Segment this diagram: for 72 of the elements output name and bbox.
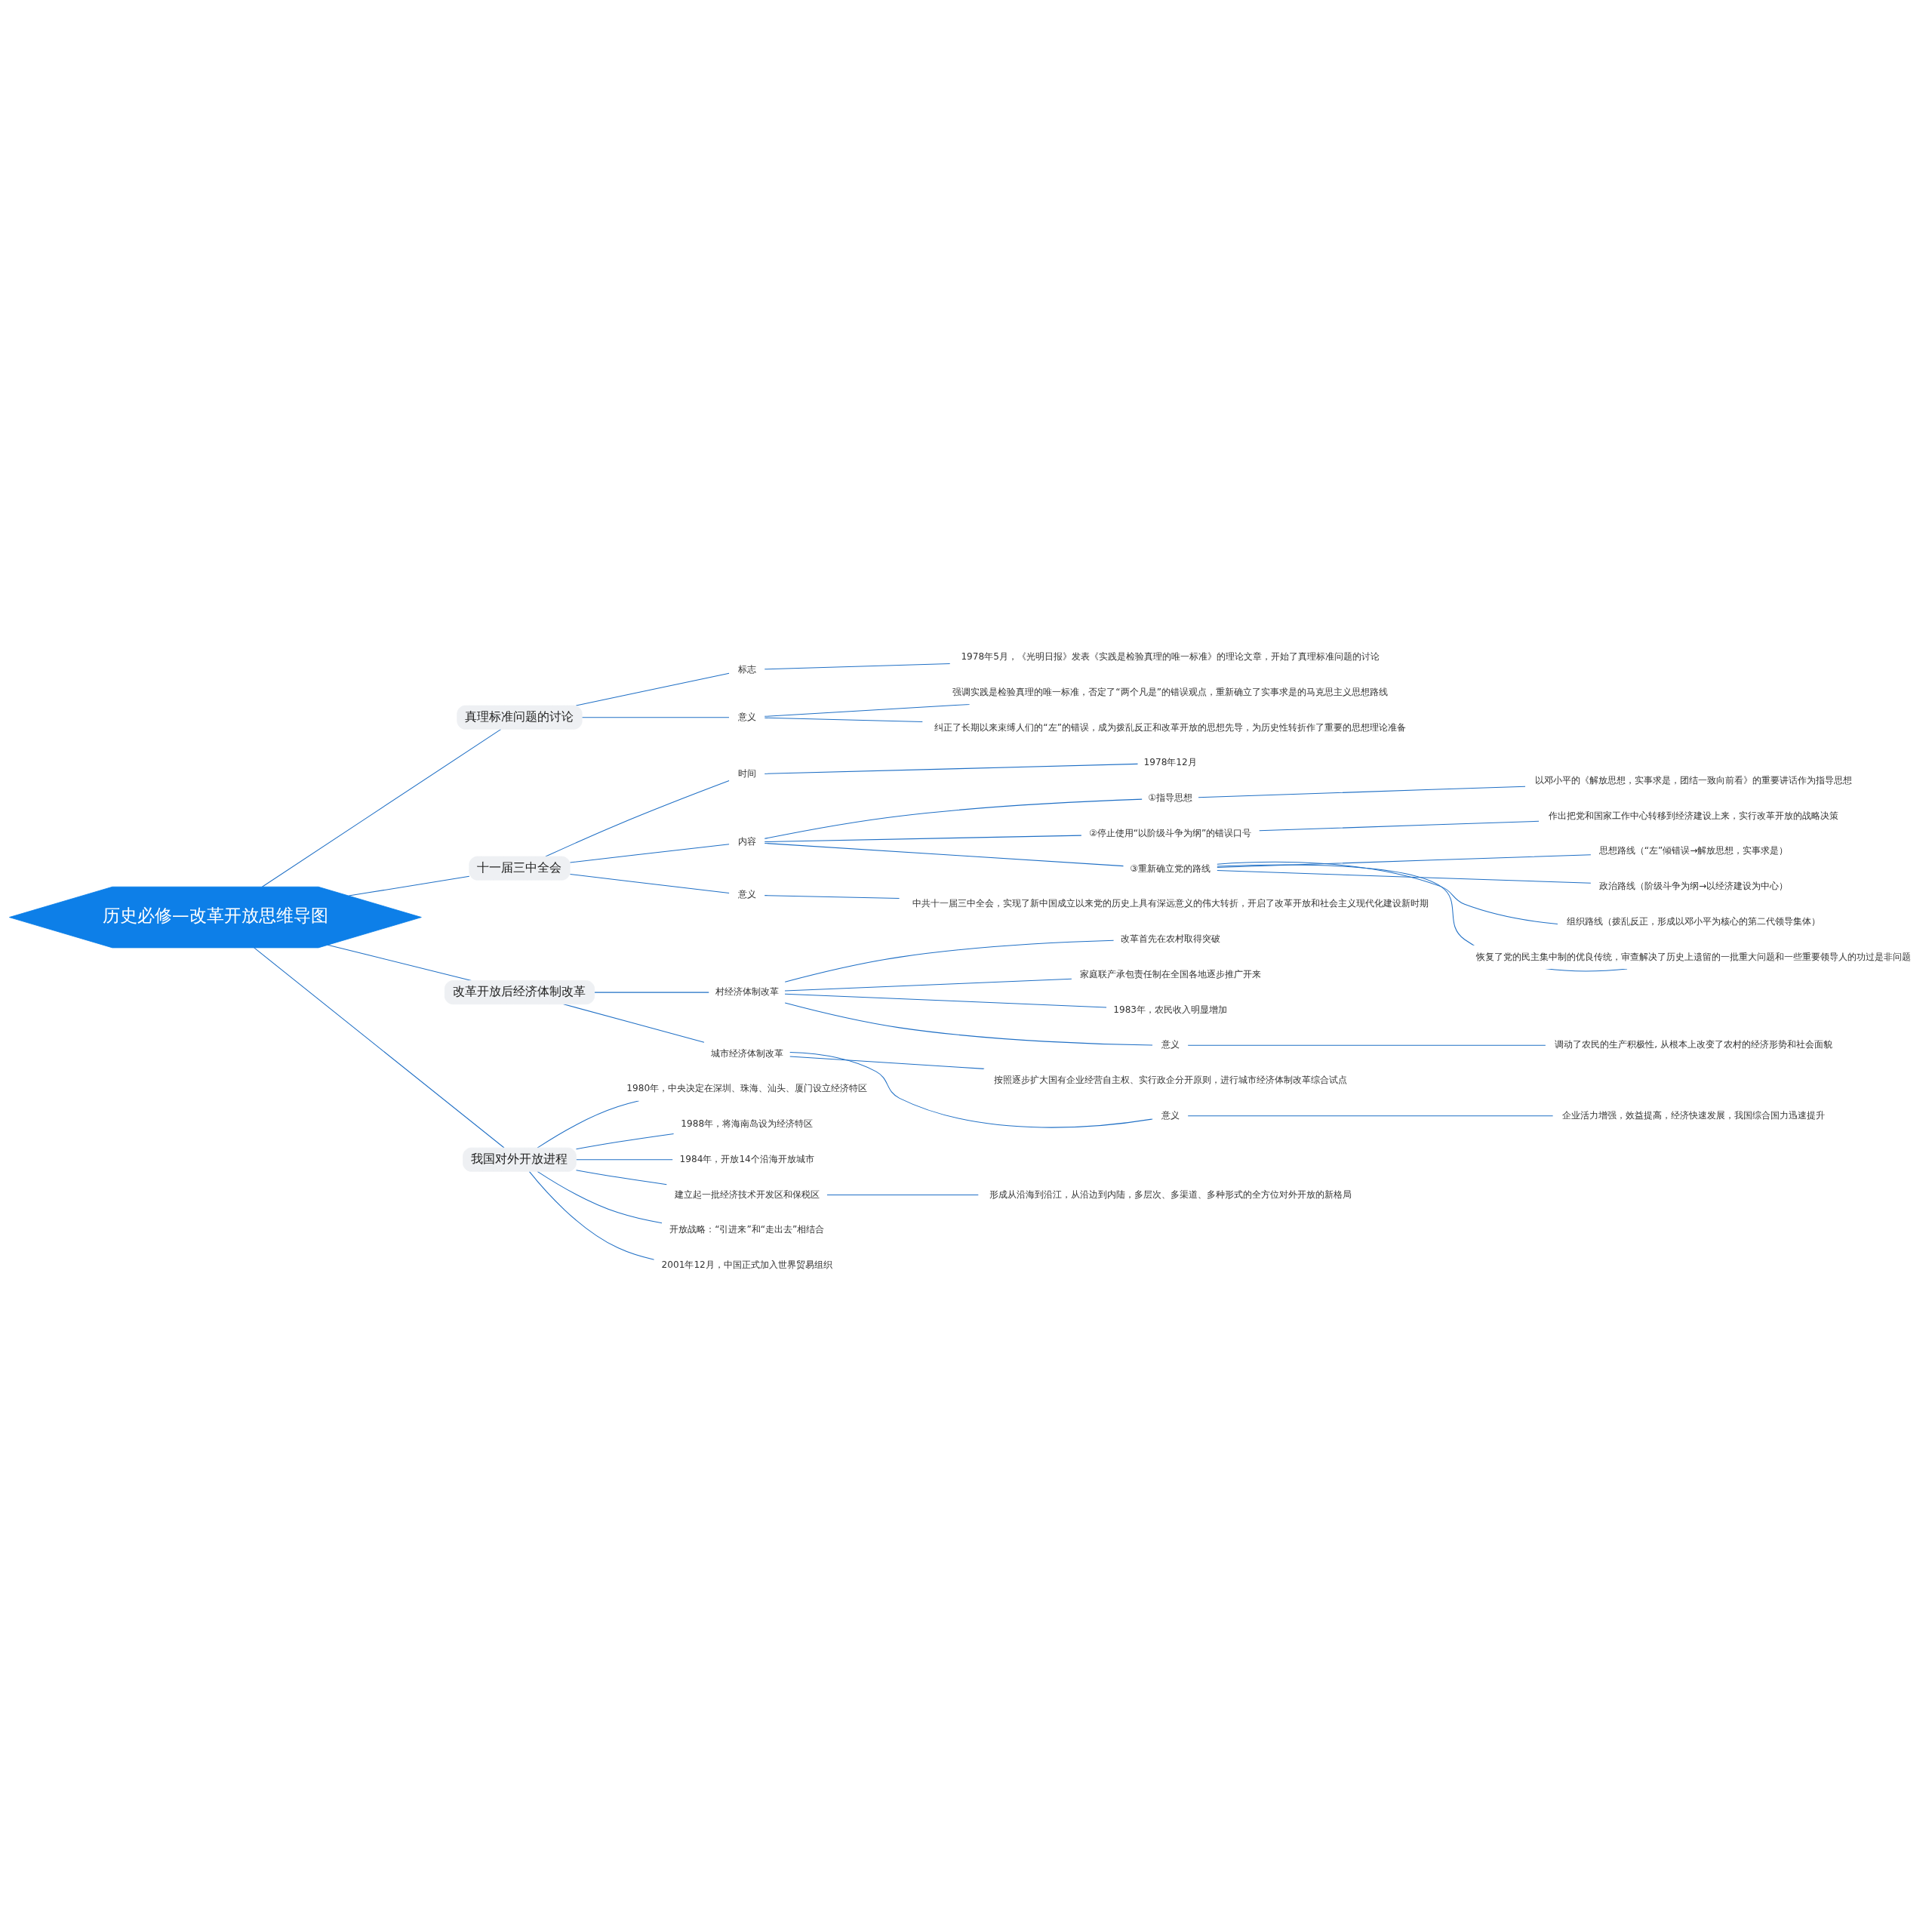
connector bbox=[784, 993, 1107, 1007]
node-text: 强调实践是检验真理的唯一标准，否定了“两个凡是”的错误观点，重新确立了实事求是的马克思主义思想路线 bbox=[952, 686, 1388, 697]
node-text: 以邓小平的《解放思想，实事求是，团结一致向前看》的重要讲话作为指导思想 bbox=[1535, 774, 1853, 786]
connector bbox=[1187, 1044, 1546, 1046]
connector bbox=[594, 992, 709, 993]
connector bbox=[528, 1170, 655, 1260]
node-text: 内容 bbox=[737, 835, 756, 847]
node-box: 十一届三中全会 bbox=[469, 856, 571, 881]
node-text: 1984年，开放14个沿海开放城市 bbox=[679, 1153, 814, 1164]
node-text: 1978年5月，《光明日报》发表《实践是检验真理的唯一标准》的理论文章，开始了真理标准问题的讨论 bbox=[961, 650, 1380, 662]
node-text: 城市经济体制改革 bbox=[710, 1047, 783, 1059]
connector bbox=[1217, 853, 1592, 868]
node-text: ③重新确立党的路线 bbox=[1130, 863, 1211, 874]
connector bbox=[764, 835, 1082, 842]
connector bbox=[1217, 869, 1592, 884]
node-box: 改革开放后经济体制改革 bbox=[444, 979, 595, 1004]
node-text: 纠正了长期以来束缚人们的“左”的错误，成为拨乱反正和改革开放的思想先导，为历史性转折作了重要的思想理论准备 bbox=[934, 721, 1406, 733]
connector bbox=[1198, 786, 1526, 798]
node-text: 企业活力增强，效益提高，经济快速发展，我国综合国力迅速提升 bbox=[1562, 1109, 1826, 1121]
connector bbox=[563, 1003, 705, 1043]
node-text: 改革首先在农村取得突破 bbox=[1120, 933, 1220, 944]
connector bbox=[1217, 861, 1558, 924]
connector bbox=[576, 1169, 667, 1185]
connector bbox=[576, 1133, 675, 1149]
connector bbox=[569, 873, 730, 893]
connector bbox=[789, 1051, 1153, 1128]
connector bbox=[764, 703, 971, 717]
connector bbox=[764, 842, 1124, 866]
node-text: 中共十一届三中全会，实现了新中国成立以来党的历史上具有深远意义的伟大转折，开启了改革开放和社会主义现代化建设新时期 bbox=[912, 897, 1429, 909]
connector bbox=[254, 946, 505, 1149]
node-text: 标志 bbox=[737, 663, 756, 675]
node-text: 作出把党和国家工作中心转移到经济建设上来，实行改革开放的战略决策 bbox=[1549, 810, 1839, 821]
node-text: 意义 bbox=[1161, 1038, 1180, 1050]
connector bbox=[1258, 820, 1540, 831]
node-text: 1978年12月 bbox=[1143, 756, 1197, 767]
connector bbox=[789, 1056, 985, 1069]
node-text: 时间 bbox=[737, 767, 756, 779]
node-text: 意义 bbox=[737, 711, 756, 722]
node-text: 组织路线（拨乱反正，形成以邓小平为核心的第二代领导集体） bbox=[1567, 915, 1821, 927]
node-box: 真理标准问题的讨论 bbox=[457, 705, 583, 730]
connector bbox=[575, 1158, 673, 1160]
node-text: 2001年12月，中国正式加入世界贸易组织 bbox=[661, 1259, 832, 1270]
node-text: 建立起一批经济技术开发区和保税区 bbox=[674, 1189, 820, 1200]
connector bbox=[764, 798, 1143, 839]
node-box: 我国对外开放进程 bbox=[463, 1147, 577, 1172]
node-text: 开放战略：“引进来”和“走出去”相结合 bbox=[669, 1223, 825, 1235]
node-text: 1988年，将海南岛设为经济特区 bbox=[681, 1118, 814, 1129]
node-text: ①指导思想 bbox=[1148, 792, 1193, 803]
node-text: 村经济体制改革 bbox=[715, 986, 779, 997]
node-text: 调动了农民的生产积极性, 从根本上改变了农村的经济形势和社会面貌 bbox=[1555, 1038, 1832, 1050]
connector bbox=[569, 843, 730, 863]
connector bbox=[764, 763, 1139, 774]
connector bbox=[784, 939, 1115, 983]
connector bbox=[826, 1194, 979, 1195]
connector bbox=[764, 717, 924, 722]
node-text: 思想路线（“左”倾错误→解放思想，实事求是） bbox=[1598, 844, 1789, 856]
connector bbox=[784, 978, 1072, 992]
node-text: 意义 bbox=[737, 888, 756, 899]
connector bbox=[581, 716, 730, 718]
connector bbox=[1187, 1115, 1554, 1116]
connector bbox=[784, 1002, 1153, 1046]
node-text: 1980年，中央决定在深圳、珠海、汕头、厦门设立经济特区 bbox=[626, 1082, 868, 1093]
node-text: 1983年，农民收入明显增加 bbox=[1113, 1004, 1228, 1015]
node-text: 形成从沿海到沿江，从沿边到内陆，多层次、多渠道、多种形式的全方位对外开放的新格局 bbox=[989, 1189, 1352, 1200]
node-text: 按照逐步扩大国有企业经营自主权、实行政企分开原则，进行城市经济体制改革综合试点 bbox=[993, 1074, 1347, 1085]
node-text: 家庭联产承包责任制在全国各地逐步推广开来 bbox=[1079, 968, 1261, 979]
node-text: 意义 bbox=[1161, 1109, 1180, 1121]
connector bbox=[764, 894, 900, 899]
connector bbox=[537, 1170, 663, 1223]
node-text: ②停止使用“以阶级斗争为纲”的错误口号 bbox=[1088, 827, 1252, 838]
connector bbox=[764, 663, 951, 669]
node-text: 政治路线（阶级斗争为纲→以经济建设为中心） bbox=[1598, 880, 1789, 891]
